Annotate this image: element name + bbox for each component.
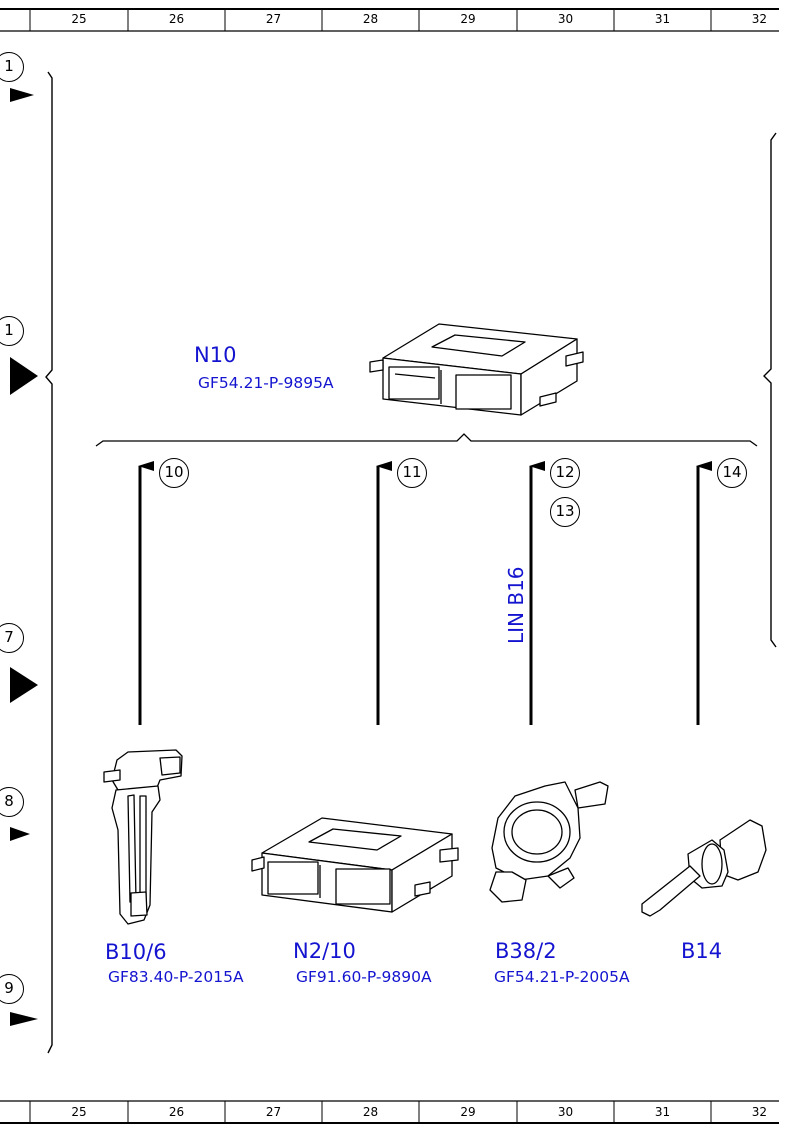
b10-6-level-sensor-icon [103,749,183,925]
ruler-col-27: 27 [265,12,282,26]
n2-10-label: N2/10 [293,939,356,963]
connector-11: 11 [397,458,427,488]
b14-label: B14 [681,939,723,963]
ruler-col-25: 25 [71,12,87,26]
connector-12: 12 [550,458,580,488]
right-brace [763,132,777,648]
n10-ref[interactable]: GF54.21-P-9895A [198,374,334,392]
b38-2-rain-light-sensor-icon [489,781,609,903]
ruler-col-32: 32 [751,1105,767,1119]
side-marker-1: 1 [0,52,24,82]
ruler-col-28: 28 [362,1105,379,1119]
ruler-lines [0,8,779,1124]
b14-temperature-sensor-icon [641,819,767,917]
b38-2-ref[interactable]: GF54.21-P-2005A [494,968,630,986]
side-marker-3: 7 [0,623,24,653]
ruler-col-29: 29 [460,1105,476,1119]
side-marker-4: 8 [0,787,24,817]
side-marker-5: 9 [0,974,24,1004]
ruler-col-30: 30 [557,1105,574,1119]
n2-10-ref[interactable]: GF91.60-P-9890A [296,968,432,986]
b10-6-label: B10/6 [105,940,167,964]
side-marker-arrows [10,88,38,1026]
ruler-col-32: 32 [751,12,767,26]
connector-10: 10 [159,458,189,488]
bus-bracket [95,433,758,447]
left-brace [45,71,53,1054]
b10-6-ref[interactable]: GF83.40-P-2015A [108,968,244,986]
lin-bus-label: LIN B16 [504,566,528,644]
bottom-column-ruler: 25 26 27 28 29 30 31 32 [0,1101,787,1123]
b38-2-label: B38/2 [495,939,557,963]
ruler-col-29: 29 [460,12,476,26]
n2-10-control-unit-icon [251,817,459,913]
connector-13: 13 [550,497,580,527]
ruler-col-27: 27 [265,1105,282,1119]
n10-label: N10 [194,343,237,367]
ruler-col-26: 26 [168,12,185,26]
connector-14: 14 [717,458,747,488]
ruler-col-26: 26 [168,1105,185,1119]
ruler-col-28: 28 [362,12,379,26]
signal-arrows [138,461,712,725]
n10-control-unit-icon [369,323,584,416]
ruler-col-31: 31 [654,1105,671,1119]
ruler-col-25: 25 [71,1105,87,1119]
ruler-col-30: 30 [557,12,574,26]
top-column-ruler: 25 26 27 28 29 30 31 32 [0,8,787,30]
side-marker-2: 1 [0,316,24,346]
ruler-col-31: 31 [654,12,671,26]
